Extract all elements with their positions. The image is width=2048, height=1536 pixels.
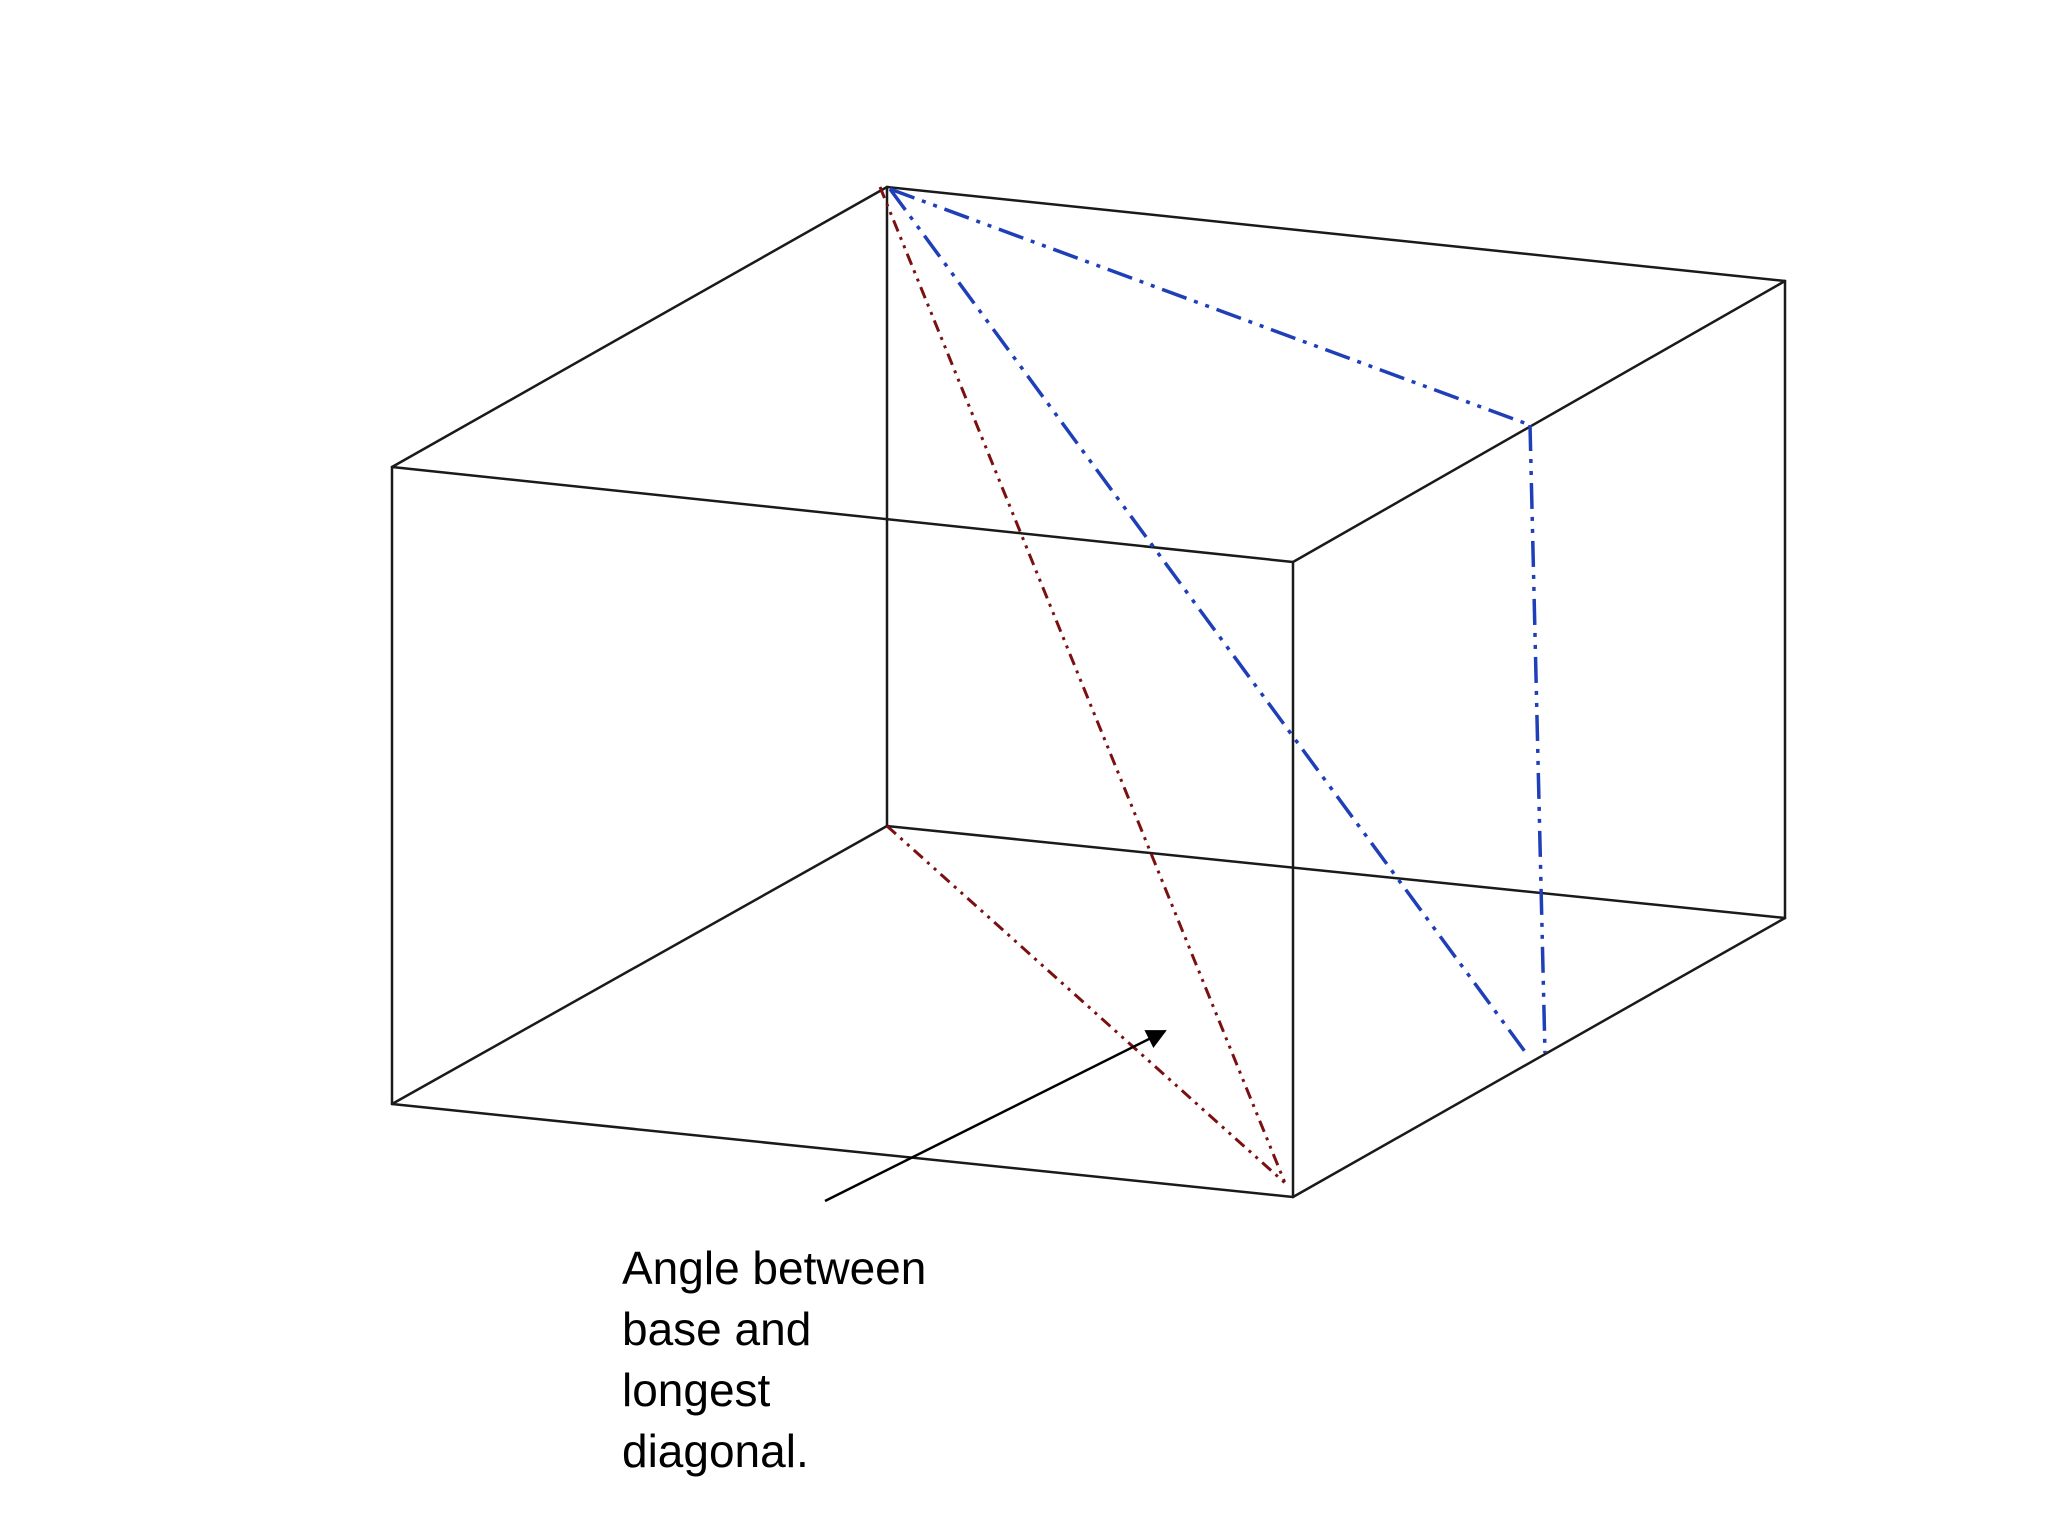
edge-bottom-front [390,1102,1295,1199]
edge-top-back [885,185,1787,283]
edge-bottom-back [885,824,1787,920]
base-and-longest-diagonal [878,186,1287,1185]
space-diagonal-blue [888,187,1528,1055]
edge-top-right [1291,279,1787,564]
vertical-blue [1528,424,1547,1054]
edge-bottom-right [1291,916,1787,1199]
base-diagonal [885,824,1287,1185]
edge-bottom-left [390,824,889,1106]
annotation-line-2: base and [622,1303,812,1355]
annotation-line-3: longest [622,1364,771,1416]
top-face-diagonal [889,187,1531,427]
longest-diagonal [878,186,1287,1184]
blue-diagonals [888,187,1547,1055]
annotation-line-1: Angle between [622,1242,927,1294]
edge-top-front [390,465,1295,564]
annotation-label: Angle between base and longest diagonal. [622,1238,1042,1482]
cuboid-edges [390,185,1787,1199]
edge-top-left [390,185,889,469]
annotation-arrow [824,1029,1167,1203]
annotation-line-4: diagonal. [622,1425,809,1477]
